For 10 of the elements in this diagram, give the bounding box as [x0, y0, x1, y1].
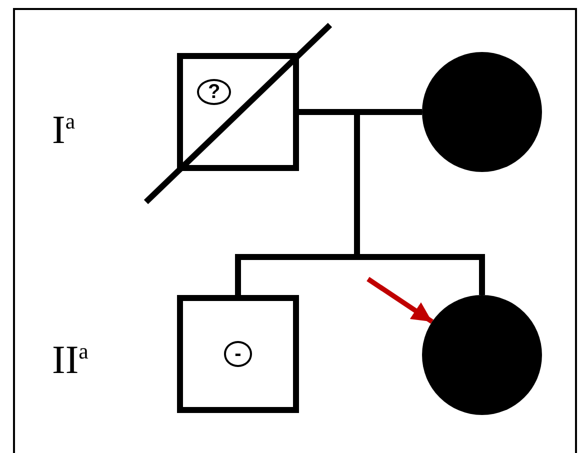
unknown-status-mark: ?: [197, 79, 232, 105]
pedigree-line: [299, 109, 422, 115]
pedigree-line: [235, 112, 360, 295]
generation-label: I$^{a}$: [52, 110, 76, 150]
male-square: [177, 53, 299, 171]
negative-status-mark: -: [224, 341, 252, 367]
proband-arrow: [366, 276, 434, 324]
male-square: [177, 295, 299, 413]
generation-label: II$^{a}$: [52, 340, 88, 380]
pedigree-line: [357, 254, 485, 295]
